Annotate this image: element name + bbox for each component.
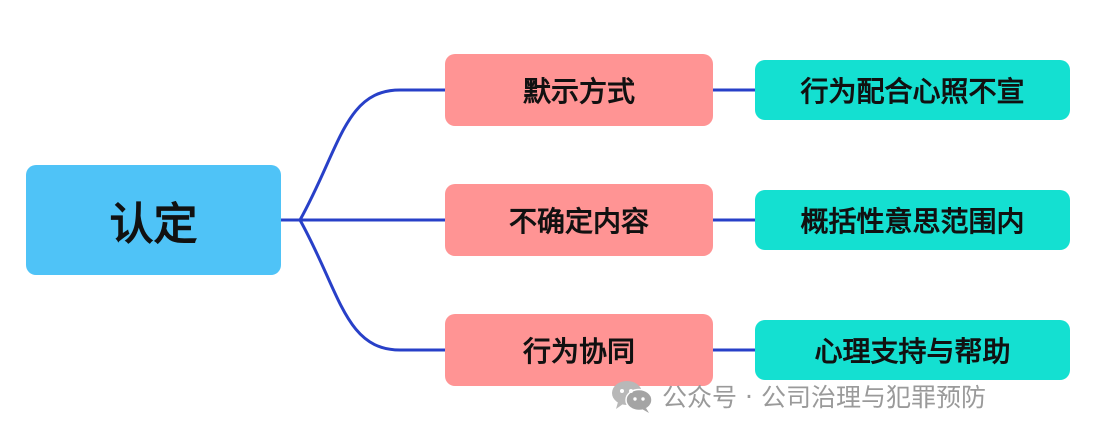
- branch-node-implied-manner: 默示方式: [445, 54, 713, 126]
- watermark-account-name: 公司治理与犯罪预防: [760, 383, 986, 412]
- watermark-prefix: 公众号: [662, 383, 738, 412]
- detail-node-label: 概括性意思范围内: [800, 205, 1025, 238]
- wechat-icon: [612, 381, 653, 413]
- root-node-label: 认定: [109, 199, 198, 250]
- connector-root-branch-2: [281, 218, 445, 352]
- connector-root-branch-0: [281, 88, 445, 222]
- detail-node-2: 心理支持与帮助: [755, 320, 1070, 380]
- detail-node-label: 行为配合心照不宣: [800, 75, 1025, 108]
- detail-node-label: 心理支持与帮助: [814, 335, 1011, 368]
- detail-node-1: 概括性意思范围内: [755, 190, 1070, 250]
- detail-node-0: 行为配合心照不宣: [755, 60, 1070, 120]
- watermark: 公众号 · 公司治理与犯罪预防: [610, 376, 986, 416]
- branch-node-uncertain-content: 不确定内容: [445, 184, 713, 256]
- branch-node-label: 默示方式: [522, 75, 635, 108]
- branch-node-label: 不确定内容: [508, 205, 649, 238]
- root-node: 认定: [26, 165, 281, 275]
- branch-node-label: 行为协同: [522, 335, 635, 368]
- watermark-separator: ·: [745, 381, 753, 411]
- branch-node-behavior-coordination: 行为协同: [445, 314, 713, 386]
